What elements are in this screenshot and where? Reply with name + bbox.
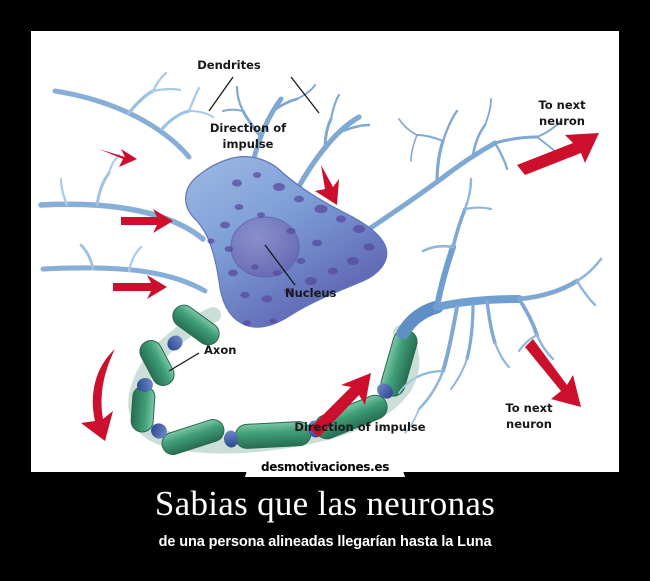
label-axon: Axon [204,343,236,357]
label-to-next-neuron-top-line1: To next [538,98,586,112]
neuron-diagram: Dendrites Direction of impulse To next n… [33,33,617,470]
label-direction-of-impulse-top-line2: impulse [223,137,274,151]
impulse-arrow-dendrite-lower-left [113,275,167,299]
diagram-labels: Dendrites Direction of impulse To next n… [197,58,586,434]
axon-terminal-group [396,177,603,434]
nucleus-shape [230,216,300,278]
impulse-arrows [81,133,599,441]
label-to-next-neuron-bottom-line1: To next [505,401,553,415]
impulse-arrow-dendrite-right [315,165,339,205]
label-to-next-neuron-bottom-line2: neuron [506,417,552,431]
myelin-sheath [130,304,418,455]
poster-title: Sabias que las neuronas [154,484,496,523]
label-nucleus: Nucleus [285,286,337,300]
soma [185,156,388,328]
node-of-ranvier-group [137,335,393,448]
impulse-arrow-axon-lower-left [81,349,115,441]
leader-lines [168,76,320,372]
label-to-next-neuron-top-line2: neuron [539,114,585,128]
label-direction-of-impulse-bottom: Direction of impulse [294,420,425,434]
poster-subtitle: de una persona alineadas llegarían hasta… [158,534,492,550]
chromatin-speckles [207,172,375,326]
label-dendrites: Dendrites [197,58,261,72]
dendrite-group-left [38,71,215,294]
impulse-arrow-dendrite-upper-left [99,149,137,167]
image-frame: Dendrites Direction of impulse To next n… [31,31,619,472]
impulse-arrow-axon-middle [309,373,371,437]
caption-block: Sabias que las neuronas de una persona a… [0,484,650,551]
label-direction-of-impulse-top-line1: Direction of [210,121,287,135]
impulse-arrow-dendrite-mid-left [121,209,173,233]
impulse-arrow-terminal-bottom-right [525,339,581,407]
impulse-arrow-terminal-top-right [517,133,599,175]
